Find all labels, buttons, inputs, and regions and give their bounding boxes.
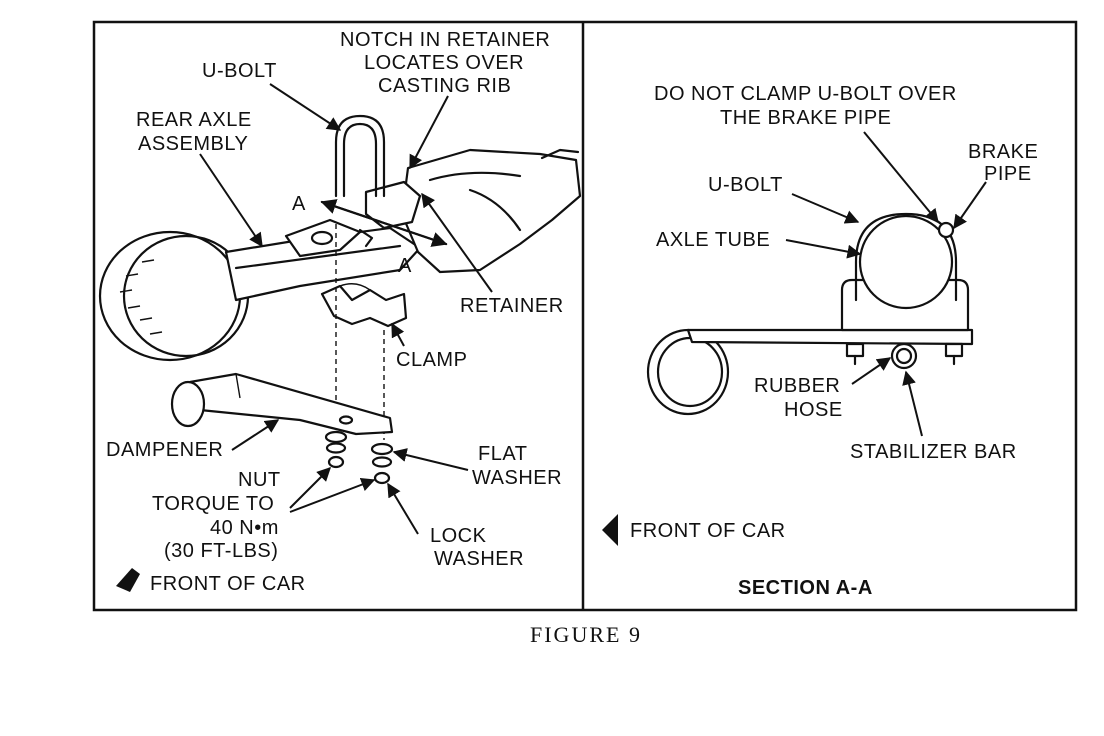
left-panel-leaders — [199, 83, 493, 535]
u-bolt-right-label: U-BOLT — [708, 174, 783, 196]
figure-caption: FIGURE 9 — [530, 622, 642, 647]
section-a-lower-label: A — [398, 255, 412, 277]
lock-washer-label-line1: LOCK — [430, 525, 487, 547]
front-arrow-icon — [116, 568, 140, 592]
nut-label-line1: NUT — [238, 469, 281, 491]
do-not-clamp-label-line2: THE BRAKE PIPE — [720, 107, 892, 129]
section-a-a-drawing — [646, 212, 974, 416]
nut-label-line2: TORQUE TO — [152, 493, 274, 515]
axle-tube-label: AXLE TUBE — [656, 229, 770, 251]
dampener-label: DAMPENER — [106, 439, 223, 461]
rubber-hose-label-line1: RUBBER — [754, 375, 840, 397]
do-not-clamp-label-line1: DO NOT CLAMP U-BOLT OVER — [654, 83, 957, 105]
front-arrow-icon — [602, 514, 618, 546]
section-title: SECTION A-A — [738, 577, 873, 599]
rear-axle-label-line2: ASSEMBLY — [138, 133, 248, 155]
stabilizer-bar-label: STABILIZER BAR — [850, 441, 1017, 463]
lock-washer-label-line2: WASHER — [434, 548, 524, 570]
rear-axle-label-line1: REAR AXLE — [136, 109, 252, 131]
rubber-hose-label-line2: HOSE — [784, 399, 843, 421]
nut-label-line3: 40 N•m — [210, 517, 279, 539]
u-bolt-label: U-BOLT — [202, 60, 277, 82]
flat-washer-label-line1: FLAT — [478, 443, 527, 465]
front-of-car-right-label: FRONT OF CAR — [630, 520, 786, 542]
section-a-upper-label: A — [292, 193, 306, 215]
notch-label-line2: LOCATES OVER — [364, 52, 524, 74]
flat-washer-label-line2: WASHER — [472, 467, 562, 489]
front-of-car-left-label: FRONT OF CAR — [150, 573, 306, 595]
figure-frame — [92, 20, 1078, 612]
brake-pipe-label-line1: BRAKE — [968, 141, 1038, 163]
notch-label-line3: CASTING RIB — [378, 75, 511, 97]
rear-axle-assembly-drawing — [98, 114, 582, 485]
clamp-label: CLAMP — [396, 349, 467, 371]
right-panel-leaders — [785, 131, 987, 437]
notch-label-line1: NOTCH IN RETAINER — [340, 29, 550, 51]
retainer-label: RETAINER — [460, 295, 564, 317]
nut-label-line4: (30 FT-LBS) — [164, 540, 278, 562]
brake-pipe-label-line2: PIPE — [984, 163, 1032, 185]
